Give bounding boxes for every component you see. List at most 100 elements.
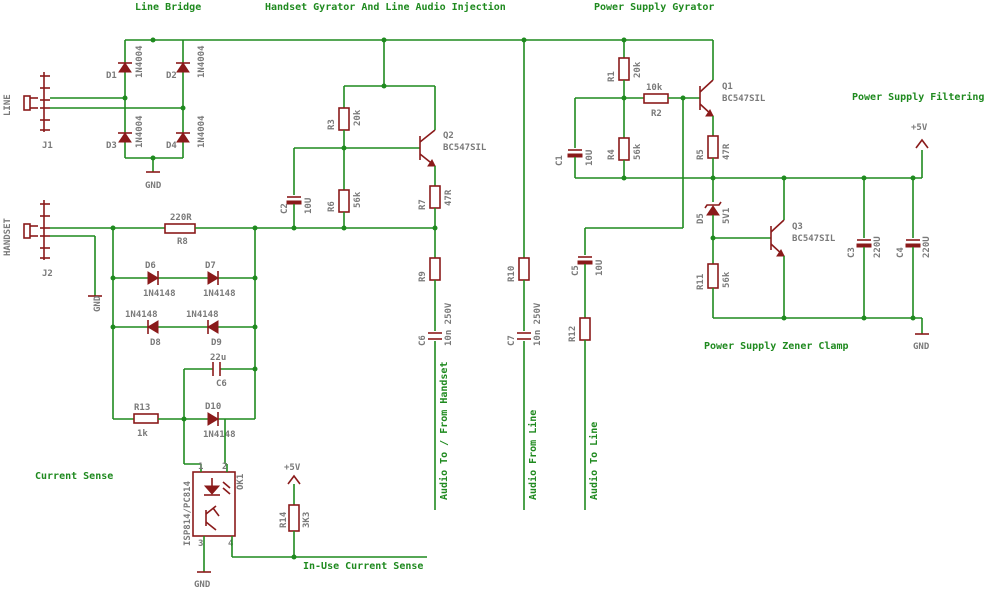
d2-value: 1N4004 [197,45,207,78]
r8-label: R8 [177,237,188,247]
junction [150,37,156,43]
r7-value: 47R [444,189,454,206]
resistor-r3 [338,107,350,131]
signal-audio-handset: Audio To / From Handset [438,362,450,500]
resistor-r2 [643,93,669,104]
r11-label: R11 [696,274,706,290]
resistor-r12 [579,317,591,341]
handset-connector-j2 [23,200,50,260]
q2-value: BC547SIL [443,143,487,153]
r14-label: R14 [279,511,289,528]
d5-value: 5V1 [722,208,732,224]
c2-label: C2 [280,203,290,214]
section-line-bridge: Line Bridge [135,1,201,13]
transistor-q1 [699,79,714,117]
diode-d9 [207,319,219,335]
section-power-supply-filtering: Power Supply Filtering [852,91,984,103]
resistor-r6 [338,189,350,213]
c8-label: C6 [418,335,428,346]
diode-d4 [175,132,191,143]
d4-value: 1N4004 [197,115,207,148]
j1-label: J1 [42,141,53,151]
transistor-q3 [770,219,785,257]
c8-value: 10n 250V [444,302,454,346]
line-connector-j1 [23,72,50,132]
d1-value: 1N4004 [135,45,145,78]
gnd-label-ok1: GND [194,580,211,590]
ok1-pin2: 2 [222,462,227,472]
diode-d2 [175,62,191,73]
r7-label: R7 [418,199,428,210]
r14-value: 3K3 [302,512,312,528]
diode-d1 [117,62,133,73]
resistor-r9 [429,257,441,281]
resistor-r11 [707,263,719,289]
d8-label: D8 [150,338,161,348]
q2-label: Q2 [443,131,454,141]
r8-value: 220R [170,213,192,223]
diode-d8 [147,319,159,335]
c3-label: C3 [847,247,857,258]
d6-label: D6 [145,261,156,271]
c5-label: C5 [571,265,581,276]
d10-label: D10 [205,402,221,412]
d6-value: 1N4148 [143,289,176,299]
signal-audio-from-line: Audio From Line [527,410,539,500]
c5-value: 10U [595,260,605,276]
r4-value: 56k [633,143,643,160]
c4-label: C4 [896,247,906,258]
plus5v-label-output: +5V [911,123,928,133]
diode-d7 [207,270,219,286]
r10-label: R10 [507,266,517,282]
d7-label: D7 [205,261,216,271]
ok1-value: ISP814/PC814 [183,480,193,546]
resistor-r7 [429,185,441,209]
r6-label: R6 [327,201,337,212]
q1-value: BC547SIL [722,94,766,104]
c3-value: 220U [873,236,883,258]
r13-label: R13 [134,403,150,413]
r9-label: R9 [418,271,428,282]
c2-value: 10U [304,198,314,214]
r4-label: R4 [607,149,617,160]
d8-value: 1N4148 [125,310,158,320]
c6-value: 22u [210,353,226,363]
j2-label: J2 [42,269,53,279]
d1-label: D1 [106,71,117,81]
gnd-label-j2: GND [93,295,103,312]
c1-value: 10U [585,150,595,166]
q3-value: BC547SIL [792,234,836,244]
c1-label: C1 [555,155,565,166]
r6-value: 56k [353,191,363,208]
r3-label: R3 [327,119,337,130]
section-in-use-current-sense: In-Use Current Sense [303,561,423,572]
signal-audio-to-line: Audio To Line [588,422,600,500]
q3-label: Q3 [792,222,803,232]
section-handset-gyrator: Handset Gyrator And Line Audio Injection [265,1,506,13]
c6-label: C6 [216,379,227,389]
handset-connector-label: HANDSET [3,217,13,256]
resistor-r5 [707,135,719,159]
resistor-r4 [618,137,630,161]
diode-d10 [207,411,219,427]
c7-value: 10n 250V [533,302,543,346]
r1-value: 20k [633,61,643,78]
r13-value: 1k [137,429,148,439]
d4-label: D4 [166,141,177,151]
resistor-r14 [288,504,300,532]
d3-label: D3 [106,141,117,151]
r5-value: 47R [722,143,732,160]
d2-label: D2 [166,71,177,81]
gnd-label: GND [145,181,162,191]
d9-label: D9 [211,338,222,348]
ok1-pin1: 1 [198,462,203,472]
d7-value: 1N4148 [203,289,236,299]
c7-label: C7 [507,335,517,346]
resistor-r8 [164,223,196,234]
d3-value: 1N4004 [135,115,145,148]
d10-value: 1N4148 [203,430,236,440]
c4-value: 220U [922,236,932,258]
resistor-r10 [518,257,530,281]
r1-label: R1 [607,71,617,82]
